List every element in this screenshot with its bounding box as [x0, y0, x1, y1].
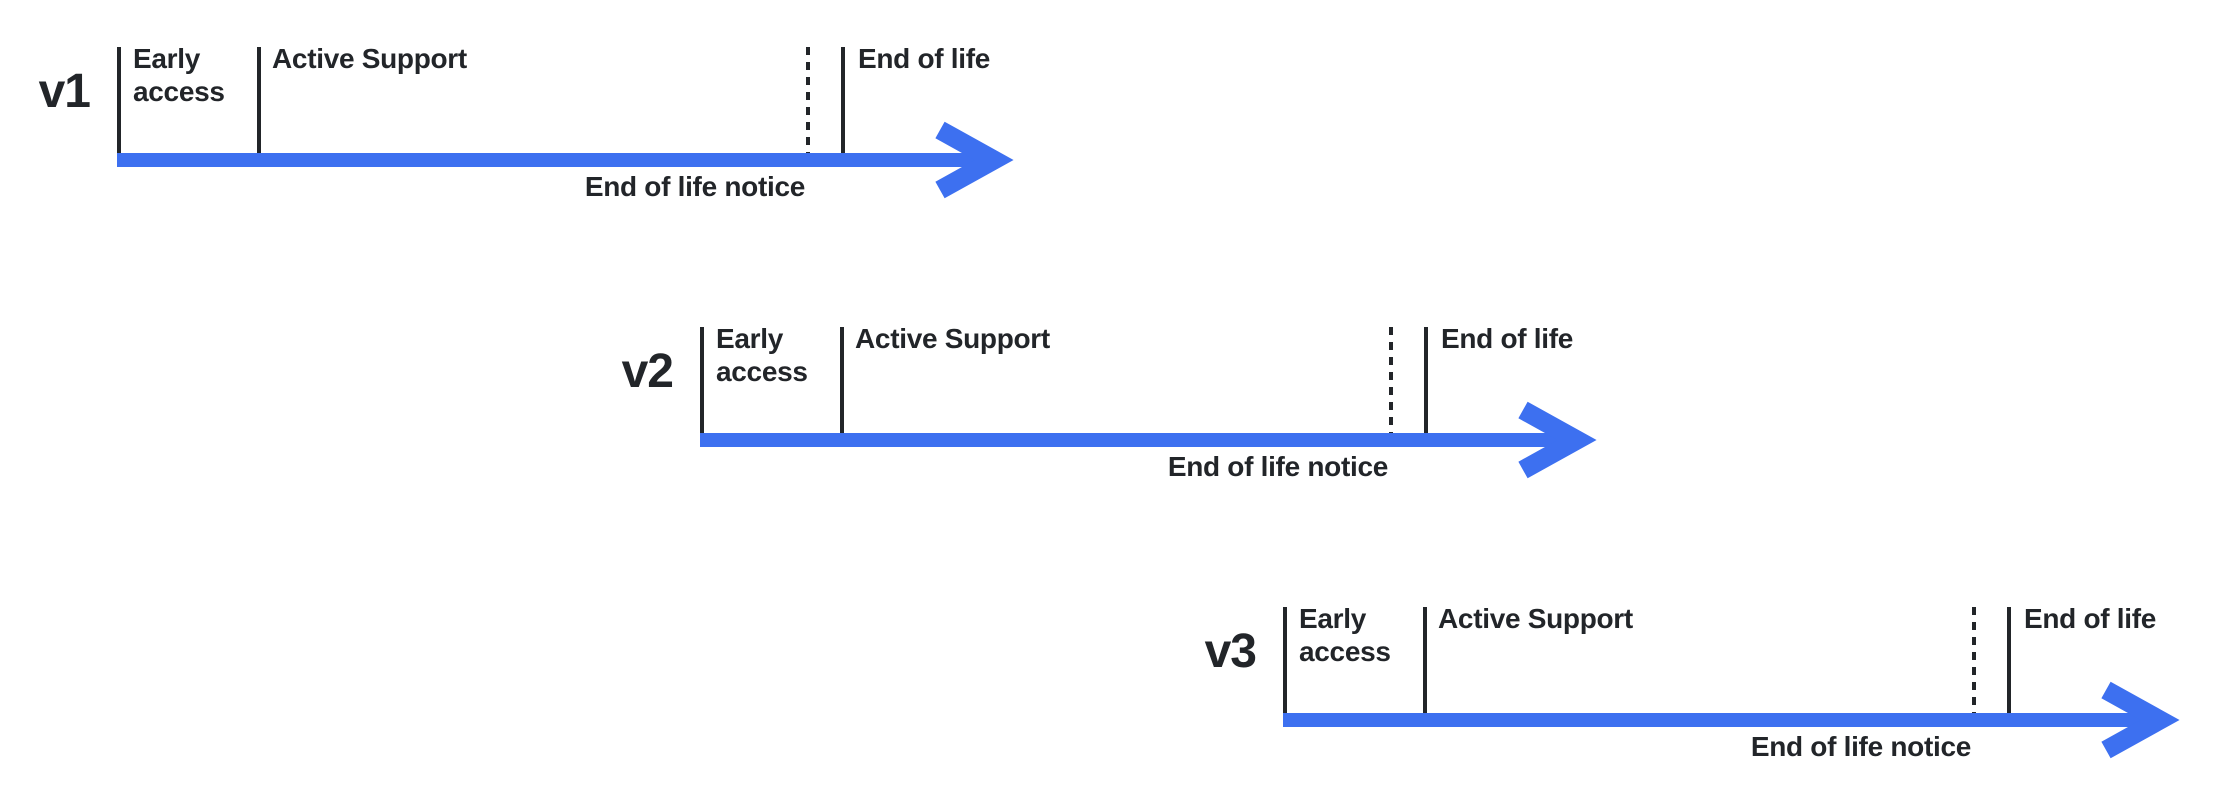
- eol-notice-label: End of life notice: [584, 171, 805, 202]
- timeline-arrow-icon: [1283, 681, 2180, 759]
- early-access-start-tick: [117, 47, 121, 153]
- end-of-life-tick: [841, 47, 845, 153]
- early-access-start-tick: [1283, 607, 1287, 713]
- arrow-head-icon: [935, 121, 1014, 199]
- eol-notice-label: End of life notice: [1167, 451, 1388, 482]
- early-access-label: Early access: [133, 43, 225, 107]
- version-label: v1: [38, 65, 91, 118]
- arrow-head-icon: [1518, 401, 1597, 479]
- timeline-arrow-icon: [117, 121, 1014, 199]
- eol-notice-dashed-tick: [1389, 327, 1393, 433]
- timeline-row-v1: v1 Early access Active Support End of li…: [0, 0, 1075, 250]
- timeline-row-v3: v3 Early access Active Support End of li…: [1166, 560, 2228, 810]
- arrow-head-icon: [2101, 681, 2180, 759]
- active-support-label: Active Support: [1438, 603, 1633, 634]
- active-support-label: Active Support: [855, 323, 1050, 354]
- end-of-life-tick: [2007, 607, 2011, 713]
- active-support-start-tick: [257, 47, 261, 153]
- version-label: v2: [621, 345, 674, 398]
- active-support-label: Active Support: [272, 43, 467, 74]
- active-support-start-tick: [1423, 607, 1427, 713]
- timeline-arrow-icon: [700, 401, 1597, 479]
- early-access-start-tick: [700, 327, 704, 433]
- end-of-life-label: End of life: [2024, 603, 2157, 634]
- end-of-life-tick: [1424, 327, 1428, 433]
- early-access-label: Early access: [716, 323, 808, 387]
- version-label: v3: [1204, 625, 1257, 678]
- eol-notice-dashed-tick: [806, 47, 810, 153]
- early-access-label: Early access: [1299, 603, 1391, 667]
- eol-notice-dashed-tick: [1972, 607, 1976, 713]
- end-of-life-label: End of life: [858, 43, 991, 74]
- active-support-start-tick: [840, 327, 844, 433]
- timeline-row-v2: v2 Early access Active Support End of li…: [583, 280, 1658, 530]
- eol-notice-label: End of life notice: [1750, 731, 1971, 762]
- end-of-life-label: End of life: [1441, 323, 1574, 354]
